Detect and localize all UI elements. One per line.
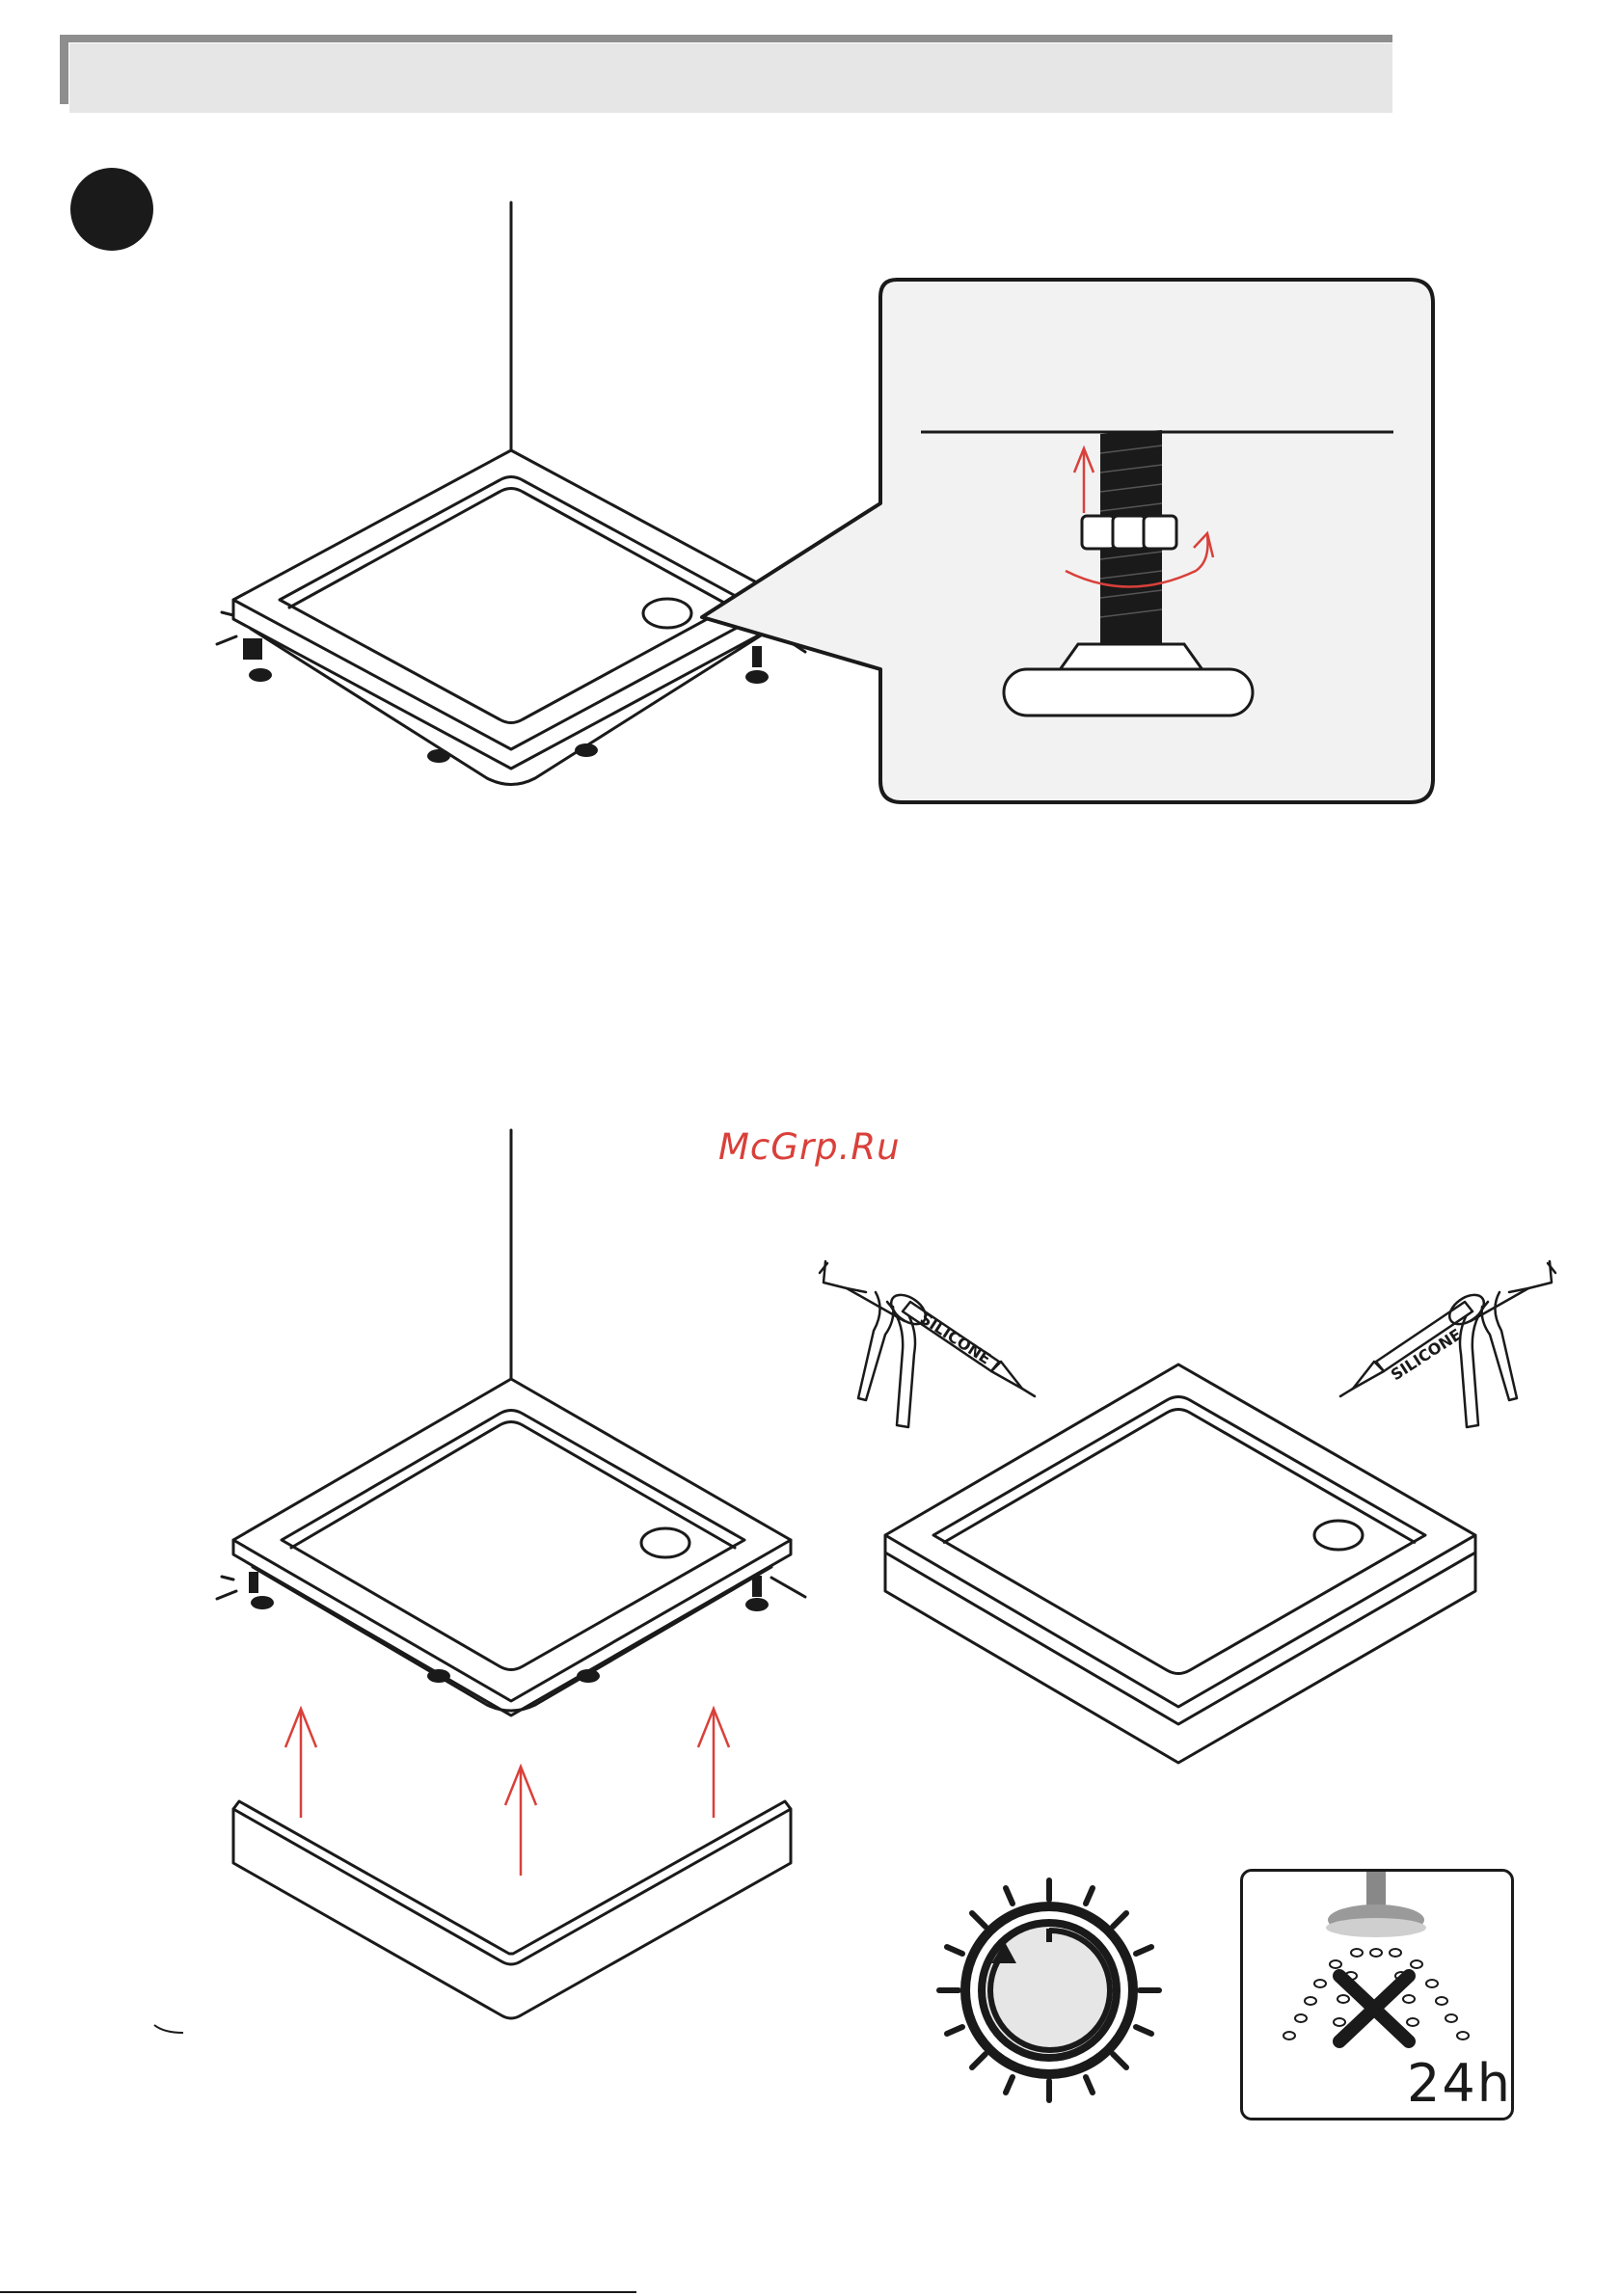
no-shower-icon: 24h (1240, 1869, 1514, 2120)
silicone-gun-right-icon: SILICONE (1336, 1254, 1557, 1437)
wait-time-label: 24h (1407, 2053, 1512, 2114)
silicone-label-left: SILICONE (917, 1309, 994, 1367)
page-bottom-line (0, 2291, 636, 2293)
clock-icon (933, 1875, 1165, 2106)
silicone-gun-left-icon: SILICONE (818, 1254, 1040, 1437)
